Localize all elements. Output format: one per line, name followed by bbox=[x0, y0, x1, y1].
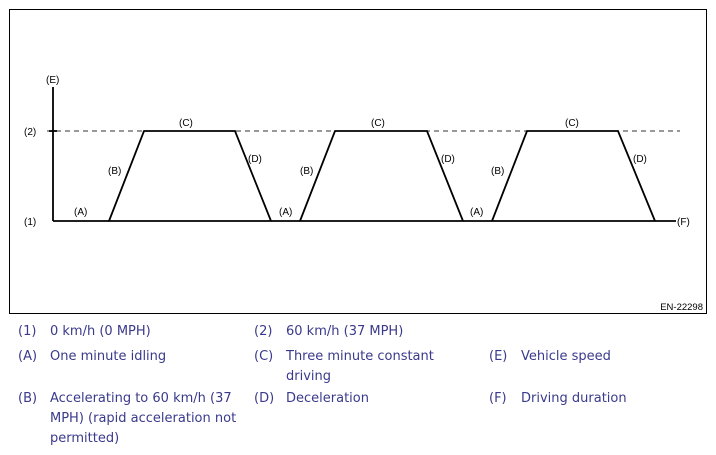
legend-text: 0 km/h (0 MPH) bbox=[50, 324, 151, 339]
legend-text: Vehicle speed bbox=[521, 349, 611, 364]
label-c-2: (C) bbox=[371, 118, 385, 129]
label-b-2: (B) bbox=[300, 166, 313, 177]
label-a-1: (A) bbox=[74, 207, 87, 218]
legend-item-2: (2) 60 km/h (37 MPH) bbox=[254, 322, 474, 342]
speed-pattern-diagram: (E) (2) (1) (F) (A) (B) (C) (D) (A) (B) … bbox=[9, 9, 707, 314]
legend-code: (2) bbox=[254, 324, 273, 339]
label-c-1: (C) bbox=[179, 118, 193, 129]
label-level-1: (1) bbox=[24, 217, 36, 228]
legend-text: 60 km/h (37 MPH) bbox=[286, 324, 404, 339]
legend-item-e: (E) Vehicle speed bbox=[489, 347, 709, 367]
label-level-2: (2) bbox=[24, 127, 36, 138]
legend-code: (B) bbox=[18, 391, 38, 406]
cycle-3-profile bbox=[491, 130, 656, 222]
label-d-3: (D) bbox=[633, 154, 647, 165]
label-a-3: (A) bbox=[470, 207, 483, 218]
legend-text: Deceleration bbox=[286, 391, 369, 406]
legend-text: Accelerating to 60 km/h (37 MPH) (rapid … bbox=[50, 391, 237, 446]
legend-text: Driving duration bbox=[521, 391, 627, 406]
figure-code: EN-22298 bbox=[660, 302, 703, 313]
legend-item-c: (C) Three minute constant driving bbox=[254, 347, 474, 387]
cycle-2-profile bbox=[299, 130, 464, 222]
label-e: (E) bbox=[46, 75, 59, 86]
legend-text: One minute idling bbox=[50, 349, 167, 364]
legend-code: (F) bbox=[489, 391, 507, 406]
label-a-2: (A) bbox=[279, 207, 292, 218]
legend-code: (C) bbox=[254, 349, 274, 364]
cycle-1-profile bbox=[108, 130, 272, 222]
legend-code: (E) bbox=[489, 349, 508, 364]
legend-text: Three minute constant driving bbox=[286, 349, 434, 384]
label-b-3: (B) bbox=[491, 166, 504, 177]
legend-code: (1) bbox=[18, 324, 37, 339]
legend-item-a: (A) One minute idling bbox=[18, 347, 238, 367]
figure-frame bbox=[9, 9, 707, 314]
speed-pattern-figure: (E) (2) (1) (F) (A) (B) (C) (D) (A) (B) … bbox=[9, 9, 707, 314]
legend: (1) 0 km/h (0 MPH) (2) 60 km/h (37 MPH) … bbox=[0, 318, 716, 455]
legend-item-f: (F) Driving duration bbox=[489, 389, 709, 409]
label-d-1: (D) bbox=[248, 154, 262, 165]
legend-item-d: (D) Deceleration bbox=[254, 389, 474, 409]
legend-code: (D) bbox=[254, 391, 275, 406]
legend-code: (A) bbox=[18, 349, 38, 364]
label-d-2: (D) bbox=[441, 154, 455, 165]
legend-item-b: (B) Accelerating to 60 km/h (37 MPH) (ra… bbox=[18, 389, 253, 449]
label-b-1: (B) bbox=[108, 166, 121, 177]
label-f: (F) bbox=[677, 217, 690, 228]
label-c-3: (C) bbox=[565, 118, 579, 129]
legend-item-1: (1) 0 km/h (0 MPH) bbox=[18, 322, 238, 342]
